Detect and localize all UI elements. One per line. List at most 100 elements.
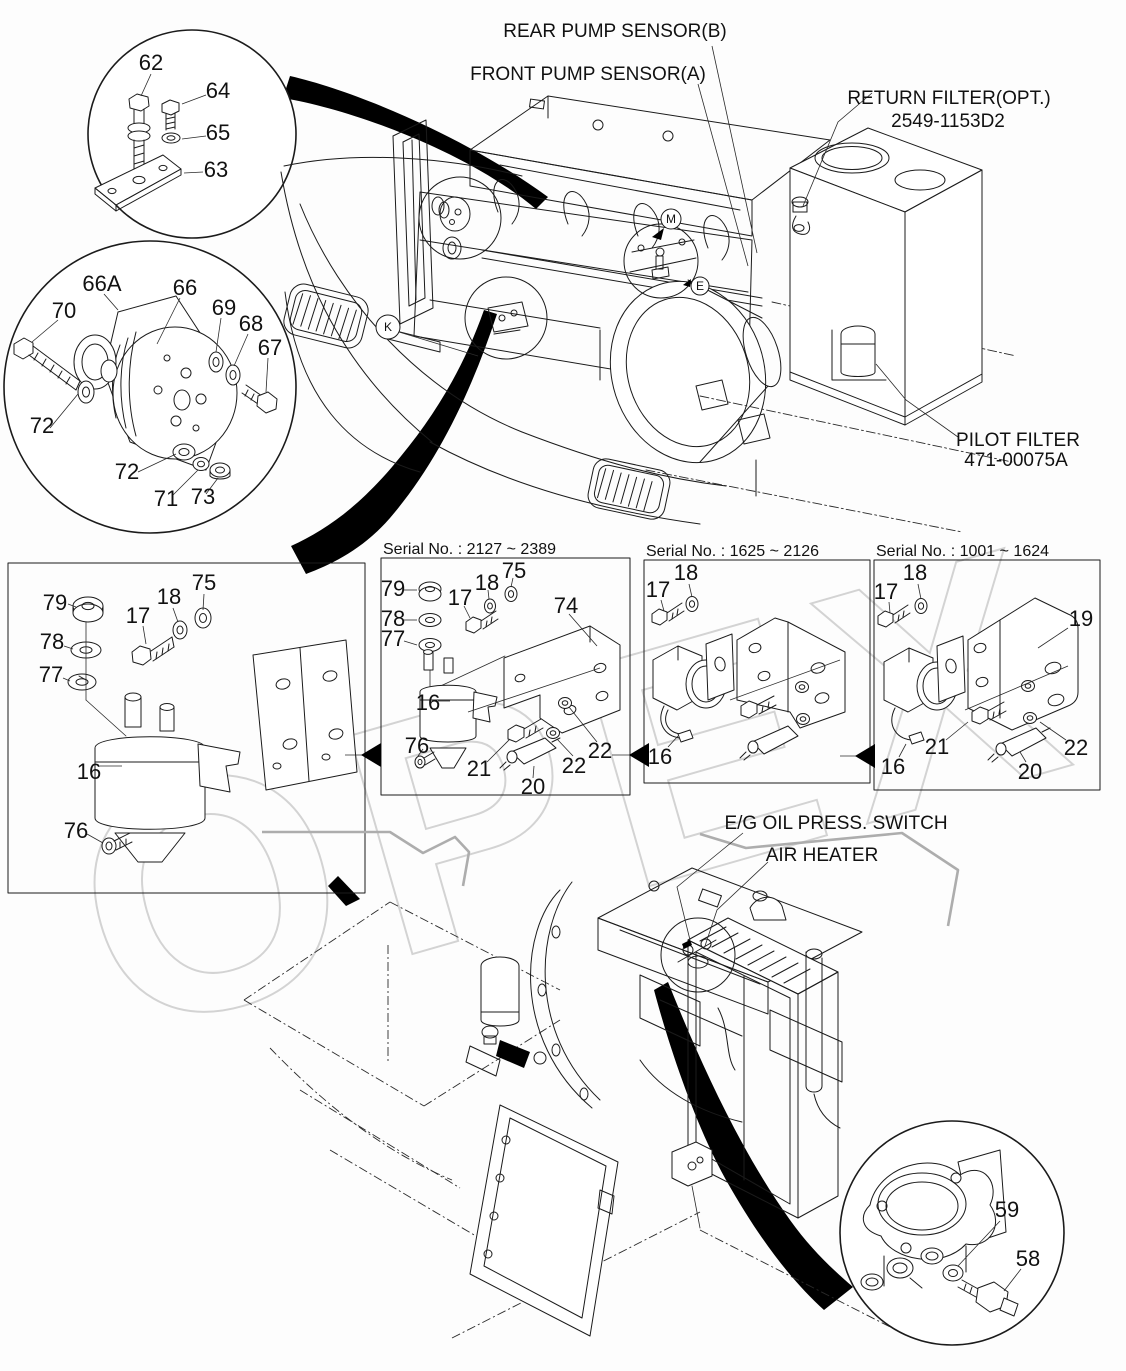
serial-box-3-border <box>643 559 871 784</box>
box1-callout-18: 18 <box>157 584 181 609</box>
plate-63 <box>94 154 182 212</box>
serial-box-3: Serial No. : 1625 ~ 2126 <box>643 543 871 784</box>
box3-bolt-17 <box>651 602 685 626</box>
flow-arrow-bottom <box>654 982 853 1310</box>
box4-washer-18 <box>914 598 928 614</box>
label-return-filter-line2: 2549-1153D2 <box>891 111 1005 132</box>
box4-bolt-21 <box>971 701 1007 725</box>
serial-box-1: 79 78 77 17 18 75 16 76 <box>7 562 366 894</box>
box3-leaders <box>660 583 693 748</box>
balloon-circle-alternator-location <box>418 176 502 260</box>
callout-72: 72 <box>30 413 54 438</box>
callout-62: 62 <box>139 50 163 75</box>
box2-bolt-76 <box>414 751 436 769</box>
box4-solenoid-16 <box>883 635 966 745</box>
box4-bolt-17 <box>877 604 911 628</box>
alternator-66 <box>73 295 238 471</box>
box2-leaders <box>403 577 598 779</box>
box2-callout-22a: 22 <box>562 753 586 778</box>
label-eg-oil-press-switch: E/G OIL PRESS. SWITCH <box>724 813 947 834</box>
flow-arrow-middle-tail <box>328 876 360 906</box>
box1-leaders <box>62 593 205 844</box>
box1-fuel-pump-16 <box>94 692 241 863</box>
serial-box-2: Serial No. : 2127 ~ 2389 <box>380 541 631 799</box>
serial-box-4-title: Serial No. : 1001 ~ 1624 <box>876 543 1049 560</box>
box4-washers-22 <box>1021 680 1037 724</box>
engine-bottom-block <box>597 867 863 1123</box>
box1-callout-76: 76 <box>64 818 88 843</box>
bolt-64 <box>161 99 180 131</box>
callout-65: 65 <box>206 120 230 145</box>
box2-callout-22b: 22 <box>588 738 612 763</box>
prev-version-arrow-3 <box>855 744 875 768</box>
callout-71: 71 <box>154 486 178 511</box>
box1-bolt-17 <box>131 636 175 666</box>
box3-callout-16: 16 <box>648 744 672 769</box>
box2-bracket-74 <box>503 625 621 734</box>
bottom-label-leaders <box>676 832 769 947</box>
box3-callout-17: 17 <box>646 577 670 602</box>
box2-damper-20 <box>499 737 561 771</box>
detail-circle-plate: 62 64 65 63 <box>87 29 297 239</box>
balloon-circle-pump-sensor-location <box>623 223 699 299</box>
box2-callout-18: 18 <box>475 570 499 595</box>
box4-callout-18: 18 <box>903 560 927 585</box>
hood-fender-curves <box>280 156 727 525</box>
label-air-heater: AIR HEATER <box>766 845 879 866</box>
alternator-leaders <box>31 293 269 497</box>
callout-58: 58 <box>1016 1246 1040 1271</box>
sensor-58 <box>957 1279 1019 1317</box>
serial-box-3-title: Serial No. : 1625 ~ 2126 <box>646 543 819 560</box>
grille-side <box>587 458 671 520</box>
box4-callout-17: 17 <box>874 579 898 604</box>
flow-arrow-middle <box>291 310 497 574</box>
balloon-M: M <box>652 208 682 240</box>
label-rear-pump-sensor: REAR PUMP SENSOR(B) <box>503 21 726 42</box>
washer-72-left <box>77 380 95 404</box>
callout-72b: 72 <box>115 459 139 484</box>
pump-sensor-location-glyph <box>629 238 697 280</box>
balloon-E: E <box>683 276 710 296</box>
thermostat-housing <box>860 1149 1007 1291</box>
box4-callout-22: 22 <box>1064 735 1088 760</box>
balloon-circle-heater-location <box>660 917 736 993</box>
box1-bolt-76 <box>101 832 133 855</box>
box3-washers <box>795 681 810 725</box>
box2-washer-75 <box>504 586 518 602</box>
balloon-K-letter: K <box>384 320 392 334</box>
box2-callout-75: 75 <box>502 558 526 583</box>
box3-washer-18 <box>685 596 699 612</box>
box1-callout-75: 75 <box>192 570 216 595</box>
supersession-arrows <box>345 743 875 768</box>
label-pilot-filter-line1: PILOT FILTER <box>956 430 1080 451</box>
flywheel-housing <box>609 279 782 464</box>
callout-64: 64 <box>206 78 230 103</box>
balloon-K: K <box>375 314 479 357</box>
detail-circle-alternator: 66A 66 70 69 68 67 72 72 71 73 <box>3 240 297 534</box>
heater-location-glyph <box>677 938 717 969</box>
box3-bolt <box>740 695 777 719</box>
washers-69-68 <box>208 351 241 386</box>
oil-filter <box>480 956 520 1045</box>
box2-callout-77: 77 <box>381 626 405 651</box>
nut-65 <box>161 132 181 144</box>
box4-callout-21: 21 <box>925 734 949 759</box>
callout-73: 73 <box>191 484 215 509</box>
washer-59 <box>942 1264 964 1282</box>
pump-bracket-location-glyph <box>487 301 529 335</box>
callout-66: 66 <box>173 275 197 300</box>
box2-bolt-17 <box>465 610 499 634</box>
box3-solenoid-16 <box>652 633 735 743</box>
box1-callout-16: 16 <box>77 759 101 784</box>
flow-arrow-top-left <box>283 76 548 209</box>
callout-69: 69 <box>212 295 236 320</box>
box2-callout-20: 20 <box>521 774 545 799</box>
box3-callout-18: 18 <box>674 560 698 585</box>
box2-callout-21: 21 <box>467 756 491 781</box>
label-pilot-filter-line2: 471-00075A <box>964 450 1068 471</box>
callout-66A: 66A <box>82 271 121 296</box>
serial-box-2-border <box>380 557 631 796</box>
bolt-62 <box>127 93 151 177</box>
